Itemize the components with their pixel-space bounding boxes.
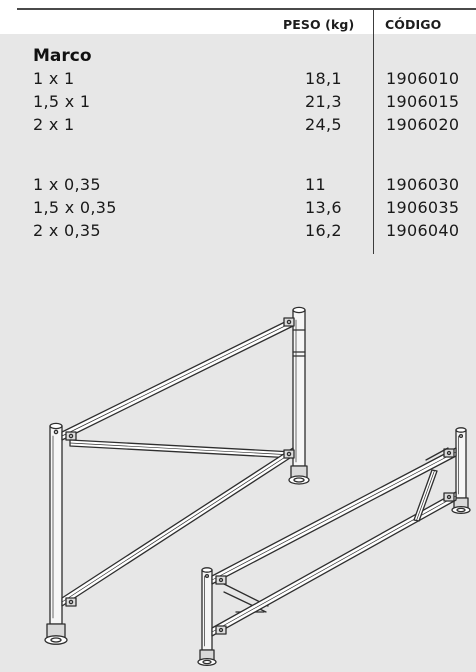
low-frame-drawing xyxy=(197,427,471,667)
table-row: 1,5 x 0,35 13,6 1906035 xyxy=(0,198,476,220)
frame-code: 1906035 xyxy=(386,198,460,217)
frame-weight: 21,3 xyxy=(305,92,342,111)
table-row: 2 x 0,35 16,2 1906040 xyxy=(0,221,476,243)
frame-weight: 24,5 xyxy=(305,115,342,134)
low-frame-right-post xyxy=(451,427,471,515)
frame-code: 1906010 xyxy=(386,69,460,88)
section-title: Marco xyxy=(33,46,92,66)
code-column-divider xyxy=(373,56,374,254)
header-column-divider xyxy=(373,10,374,56)
frame-code: 1906020 xyxy=(386,115,460,134)
scaffold-frames-illustration xyxy=(44,306,471,667)
frame-weight: 13,6 xyxy=(305,198,342,217)
low-frame-diagonal-brace xyxy=(413,447,449,522)
table-row: 2 x 1 24,5 1906020 xyxy=(0,115,476,137)
frame-size: 1,5 x 1 xyxy=(33,92,91,111)
low-frame-bottom-rail xyxy=(211,491,457,637)
tall-frame-bottom-rail xyxy=(61,447,295,607)
tall-frame-diagonal-brace xyxy=(69,439,294,459)
frame-code: 1906040 xyxy=(386,221,460,240)
frame-weight: 11 xyxy=(305,175,326,194)
tall-frame-drawing xyxy=(44,306,310,645)
weight-column-header: PESO (kg) xyxy=(283,17,355,32)
table-row: 1 x 1 18,1 1906010 xyxy=(0,69,476,91)
table-row: 1 x 0,35 11 1906030 xyxy=(0,175,476,197)
tall-frame-left-post xyxy=(44,422,68,645)
frame-weight: 16,2 xyxy=(305,221,342,240)
frame-size: 1 x 1 xyxy=(33,69,75,88)
low-frame-left-post xyxy=(197,567,217,667)
frame-weight: 18,1 xyxy=(305,69,342,88)
frame-size: 1 x 0,35 xyxy=(33,175,101,194)
table-row: 1,5 x 1 21,3 1906015 xyxy=(0,92,476,114)
low-frame-top-rail xyxy=(211,447,457,585)
frame-code: 1906015 xyxy=(386,92,460,111)
code-column-header: CÓDIGO xyxy=(385,17,442,32)
header-top-rule xyxy=(17,8,476,10)
tall-frame-right-post xyxy=(288,306,310,485)
frame-size: 2 x 1 xyxy=(33,115,75,134)
frame-size: 2 x 0,35 xyxy=(33,221,101,240)
frame-code: 1906030 xyxy=(386,175,460,194)
table-header: PESO (kg) CÓDIGO xyxy=(0,0,476,34)
frame-size: 1,5 x 0,35 xyxy=(33,198,117,217)
tall-frame-top-rail xyxy=(61,317,295,441)
